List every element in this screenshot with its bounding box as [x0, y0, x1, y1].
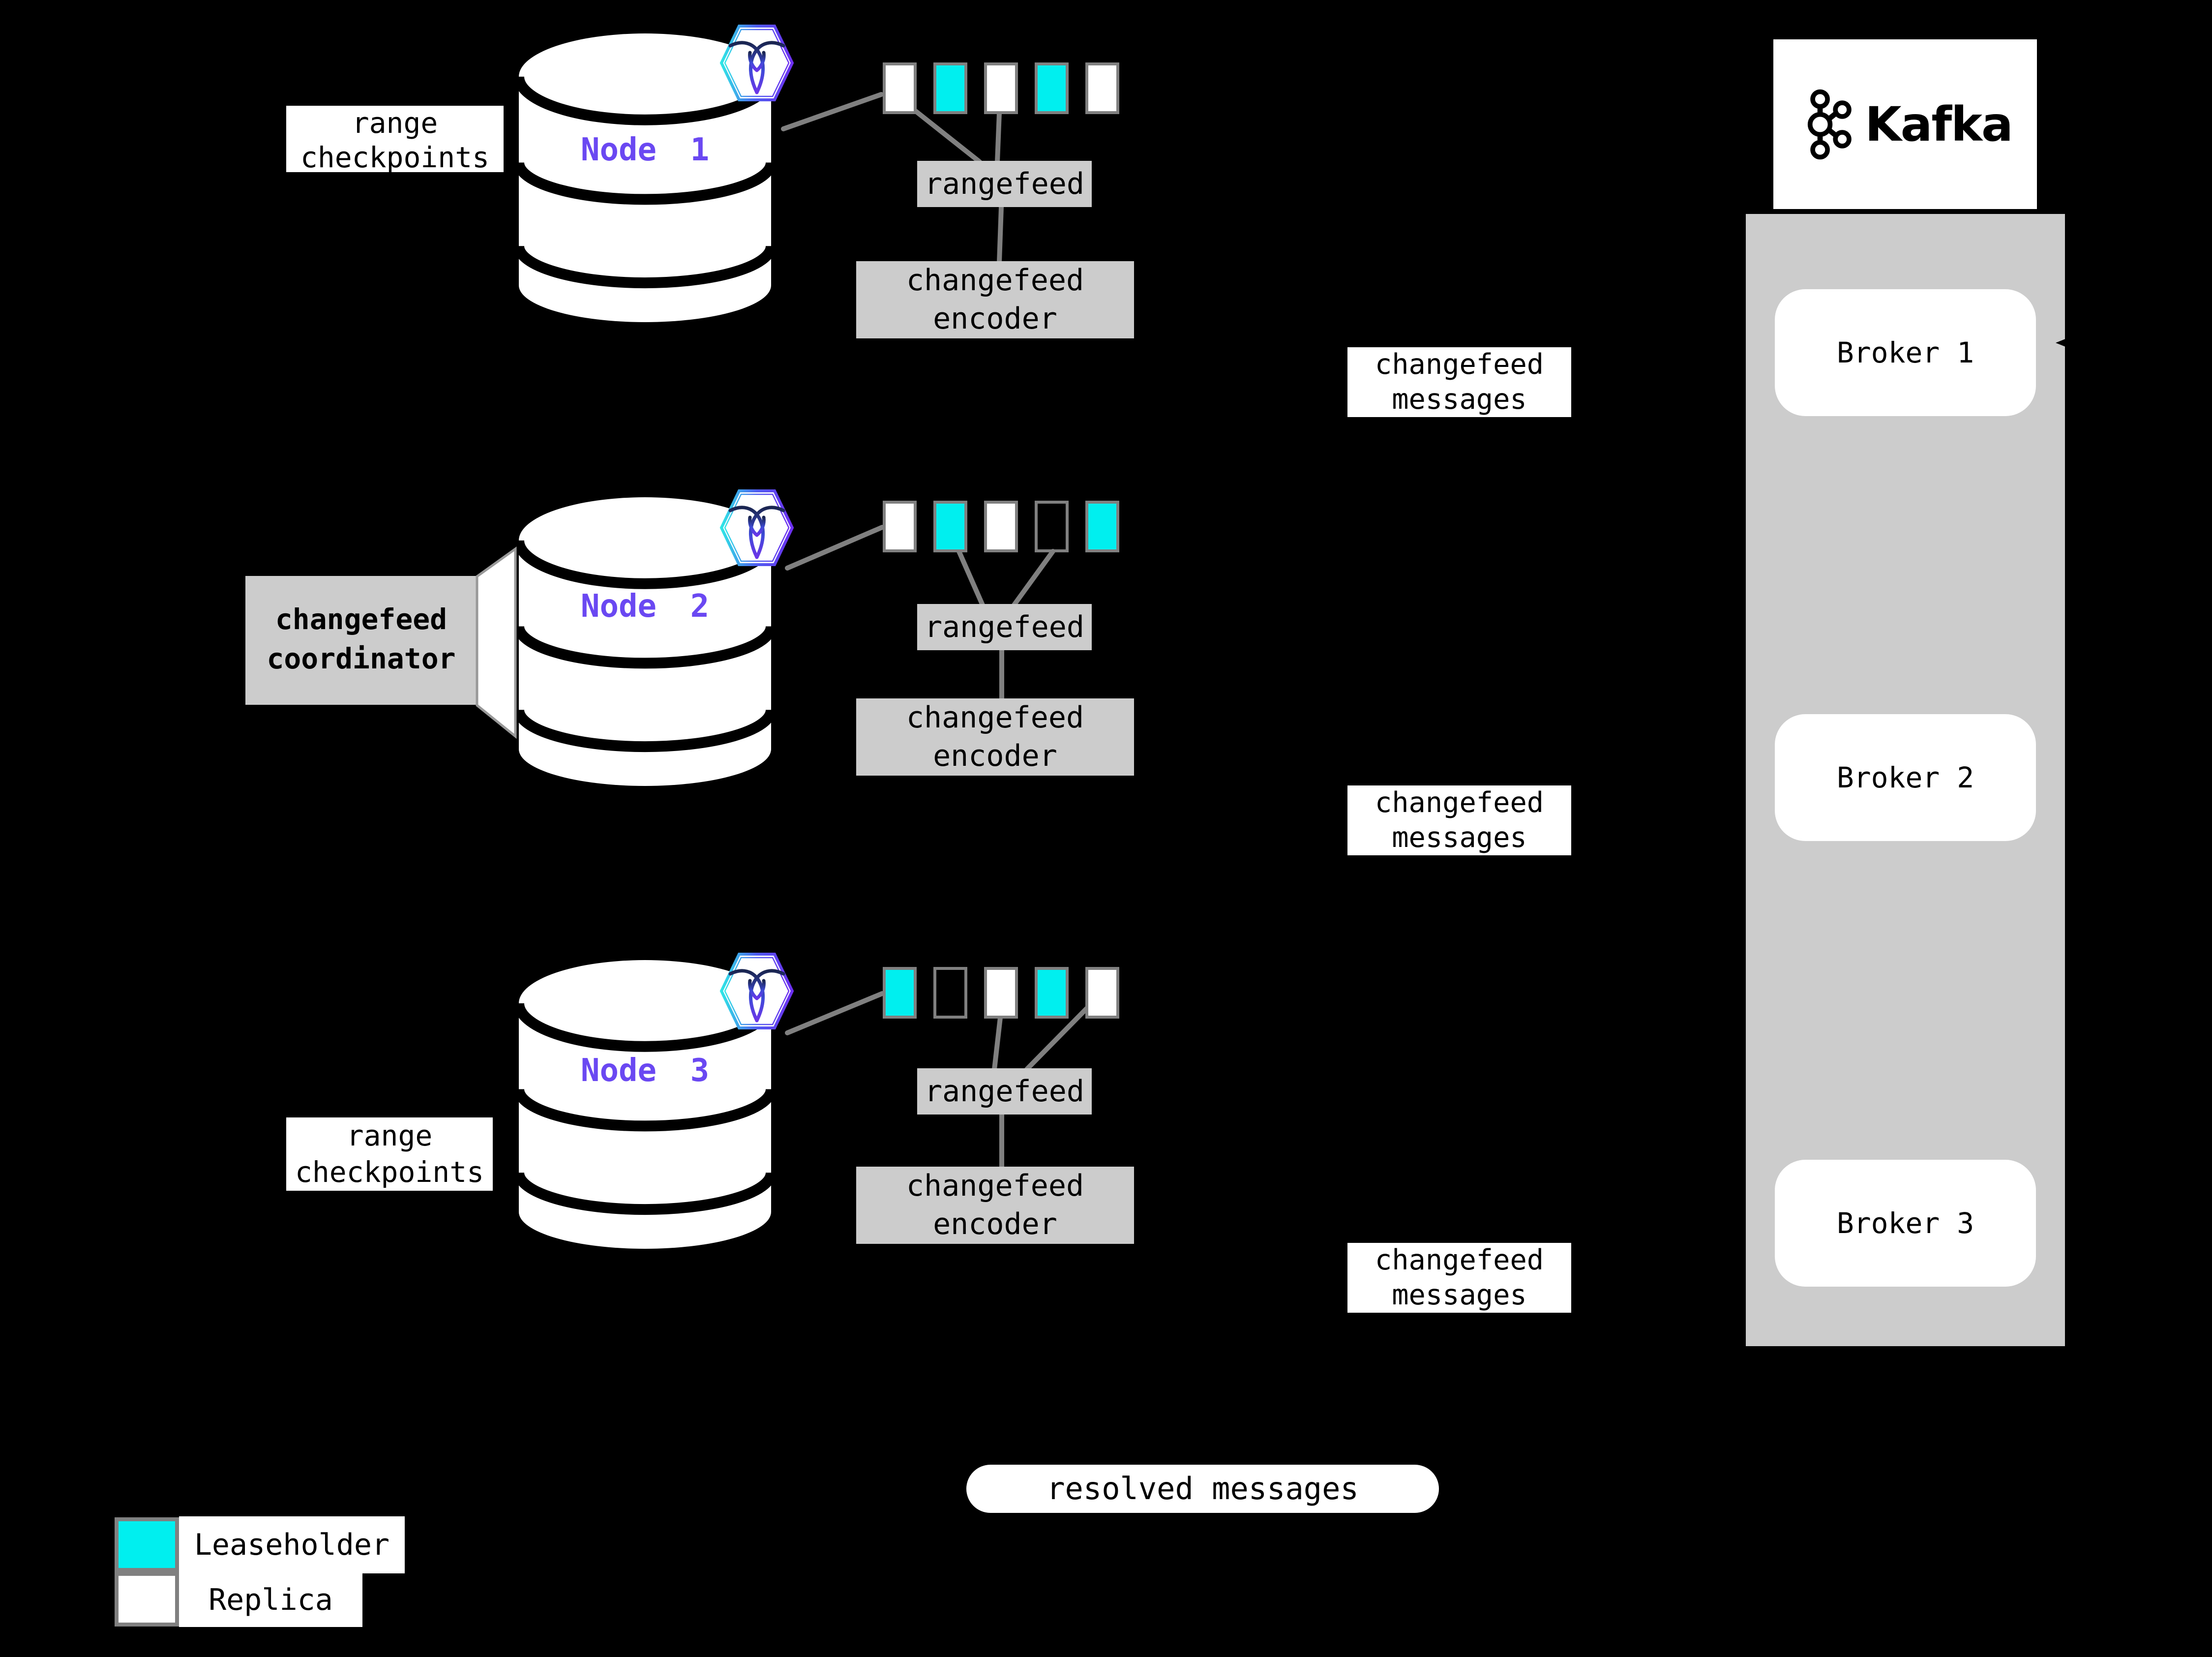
legend-label-leaseholder: Leaseholder	[179, 1516, 405, 1573]
range-checkpoints-label-top: range checkpoints	[286, 106, 504, 172]
cockroachdb-logo-icon	[719, 489, 794, 566]
node2-range-rects	[883, 501, 1119, 552]
left-arrowhead-icon	[2056, 333, 2080, 353]
legend-swatch-replica	[115, 1572, 179, 1627]
node1-rangefeed-box: rangefeed	[917, 161, 1092, 207]
node1-cylinder	[515, 33, 775, 322]
range-rect	[933, 501, 967, 552]
cockroachdb-logo-icon	[719, 953, 794, 1029]
kafka-logo-icon	[1808, 89, 1852, 159]
node3-changefeed-encoder-box: changefeed encoder	[856, 1167, 1134, 1244]
changefeed-coordinator-label: changefeed coordinator	[245, 576, 477, 705]
cockroachdb-logo-icon	[719, 25, 794, 101]
node2-label: Node 2	[580, 588, 710, 625]
node1-changefeed-encoder-box: changefeed encoder	[856, 261, 1134, 338]
range-rect	[1035, 967, 1069, 1019]
broker-box-1: Broker 1	[1775, 289, 2036, 416]
legend-label-replica: Replica	[179, 1573, 362, 1627]
broker-box-2: Broker 2	[1775, 714, 2036, 841]
range-rect	[1085, 501, 1119, 552]
broker-box-3: Broker 3	[1775, 1160, 2036, 1287]
range-rect	[1035, 501, 1069, 552]
range-rect	[883, 501, 917, 552]
node1-label: Node 1	[580, 132, 710, 168]
range-rect	[1085, 62, 1119, 114]
changefeed-messages-box-3: changefeed messages	[1347, 1243, 1571, 1313]
node3-range-rects	[883, 967, 1119, 1019]
legend-swatch-leaseholder	[115, 1517, 179, 1572]
range-checkpoints-label-bottom: range checkpoints	[286, 1117, 493, 1191]
range-rect	[883, 62, 917, 114]
range-rect	[984, 62, 1018, 114]
node3-rangefeed-box: rangefeed	[917, 1068, 1092, 1115]
node3-cylinder	[515, 960, 775, 1249]
range-rect	[1035, 62, 1069, 114]
node2-changefeed-encoder-box: changefeed encoder	[856, 698, 1134, 776]
changefeed-messages-box-1: changefeed messages	[1347, 347, 1571, 417]
node1-range-rects	[883, 62, 1119, 114]
resolved-messages-pill: resolved messages	[966, 1465, 1439, 1513]
range-rect	[883, 967, 917, 1019]
changefeed-messages-box-2: changefeed messages	[1347, 785, 1571, 855]
kafka-logo-box: Kafka	[1773, 39, 2037, 209]
node3-label: Node 3	[580, 1053, 710, 1089]
node2-rangefeed-box: rangefeed	[917, 604, 1092, 650]
coordinator-flag	[476, 546, 517, 739]
range-rect	[984, 501, 1018, 552]
kafka-wordmark: Kafka	[1865, 96, 2013, 152]
range-rect	[1085, 967, 1119, 1019]
range-rect	[933, 62, 967, 114]
range-rect	[984, 967, 1018, 1019]
range-rect	[933, 967, 967, 1019]
